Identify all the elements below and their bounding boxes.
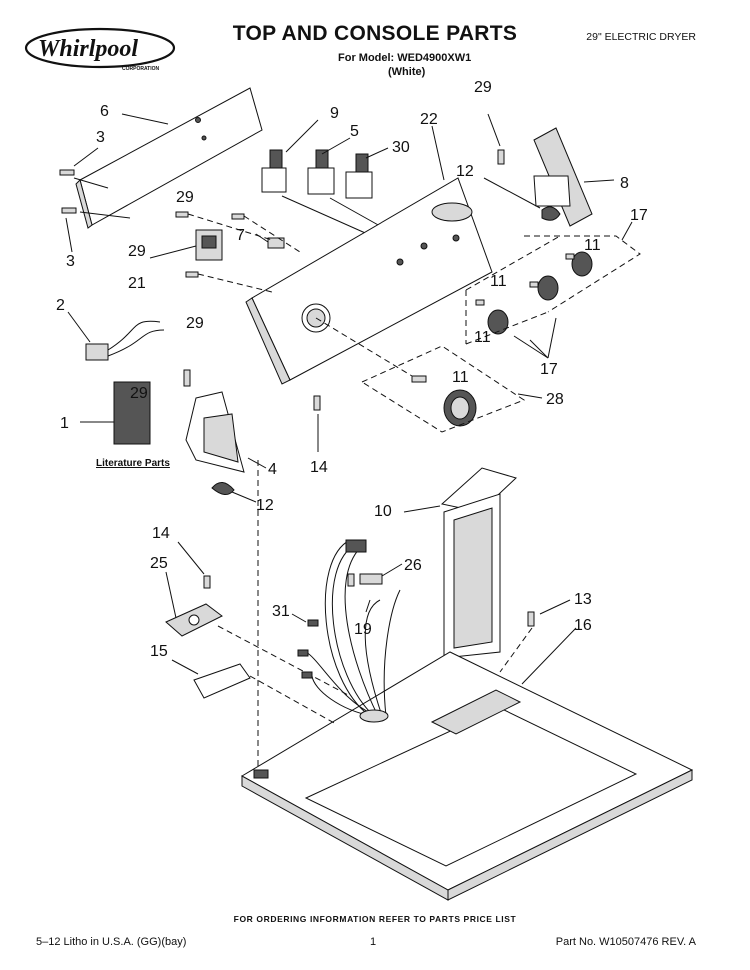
part-29-screw-c xyxy=(185,271,199,278)
callout-1: 1 xyxy=(60,415,69,432)
part-10-lint-screen xyxy=(440,467,517,659)
callout-31: 31 xyxy=(272,603,290,620)
callout-3-bottom: 3 xyxy=(66,253,75,270)
callout-26: 26 xyxy=(404,557,422,574)
part-21-control xyxy=(195,229,223,261)
part-12-clip xyxy=(541,206,561,221)
part-number: Part No. W10507476 REV. A xyxy=(555,936,696,948)
callout-14-bottom: 14 xyxy=(152,525,170,542)
logo-wordmark: Whirlpool xyxy=(38,36,138,62)
color-line: (White) xyxy=(388,66,426,78)
part-30-switch xyxy=(345,153,373,199)
part-29-screw-b xyxy=(231,213,245,220)
callout-28: 28 xyxy=(546,391,564,408)
callout-25: 25 xyxy=(150,555,168,572)
page-title: TOP AND CONSOLE PARTS xyxy=(232,22,518,45)
callout-4: 4 xyxy=(268,461,277,478)
callout-29-b: 29 xyxy=(128,243,146,260)
part-13-screw xyxy=(527,611,535,627)
part-6-rear-panel xyxy=(75,87,263,229)
callout-9: 9 xyxy=(330,105,339,122)
litho-info: 5–12 Litho in U.S.A. (GG)(bay) xyxy=(36,936,187,948)
callout-12-top: 12 xyxy=(456,163,474,180)
whirlpool-logo: Whirlpool CORPORATION xyxy=(24,27,176,72)
part-15-plate xyxy=(193,663,251,699)
callout-11-c: 11 xyxy=(474,329,491,346)
part-5-switch xyxy=(307,149,335,195)
part-29-screw-a xyxy=(175,211,189,218)
part-17-knobs xyxy=(475,251,593,335)
callout-13: 13 xyxy=(574,591,592,608)
part-1-literature xyxy=(113,381,151,445)
part-8-bracket xyxy=(533,127,593,227)
callout-29-d: 29 xyxy=(130,385,148,402)
part-16-top-panel xyxy=(240,651,694,901)
part-4-endcap xyxy=(185,391,245,473)
callout-8: 8 xyxy=(620,175,629,192)
callout-5: 5 xyxy=(350,123,359,140)
callout-6: 6 xyxy=(100,103,109,120)
part-28-knob xyxy=(411,375,477,427)
part-3-screws xyxy=(59,169,77,214)
page-number: 1 xyxy=(370,936,377,948)
callout-3-top: 3 xyxy=(96,129,105,146)
part-14-screw xyxy=(313,395,321,411)
part-19-31-harness xyxy=(297,539,401,723)
callout-15: 15 xyxy=(150,643,168,660)
callout-16: 16 xyxy=(574,617,592,634)
part-29-screw xyxy=(497,149,505,165)
callout-29-a: 29 xyxy=(176,189,194,206)
callout-12-bottom: 12 xyxy=(256,497,274,514)
callout-22: 22 xyxy=(420,111,438,128)
part-9-switch xyxy=(261,149,287,193)
callout-29-c: 29 xyxy=(186,315,204,332)
callout-11-a: 11 xyxy=(584,237,601,254)
logo-corporation: CORPORATION xyxy=(122,66,160,72)
product-subtitle: 29" ELECTRIC DRYER xyxy=(586,31,696,43)
part-25-bracket xyxy=(165,603,223,637)
callout-17-top: 17 xyxy=(630,207,648,224)
model-line: For Model: WED4900XW1 xyxy=(338,52,472,64)
callout-17-bottom: 17 xyxy=(540,361,558,378)
part-7-part xyxy=(267,237,285,249)
callout-7: 7 xyxy=(236,227,245,244)
literature-parts-label: Literature Parts xyxy=(96,458,170,469)
part-22-console xyxy=(245,177,493,385)
callout-10: 10 xyxy=(374,503,392,520)
callout-29-top: 29 xyxy=(474,79,492,96)
callout-14-top: 14 xyxy=(310,459,328,476)
callout-30: 30 xyxy=(392,139,410,156)
callout-19: 19 xyxy=(354,621,372,638)
callout-2: 2 xyxy=(56,297,65,314)
ordering-note: FOR ORDERING INFORMATION REFER TO PARTS … xyxy=(233,914,517,924)
callout-11-b: 11 xyxy=(490,273,507,290)
callout-21: 21 xyxy=(128,275,146,292)
part-2-harness xyxy=(85,320,165,361)
callout-11-d: 11 xyxy=(452,369,469,386)
